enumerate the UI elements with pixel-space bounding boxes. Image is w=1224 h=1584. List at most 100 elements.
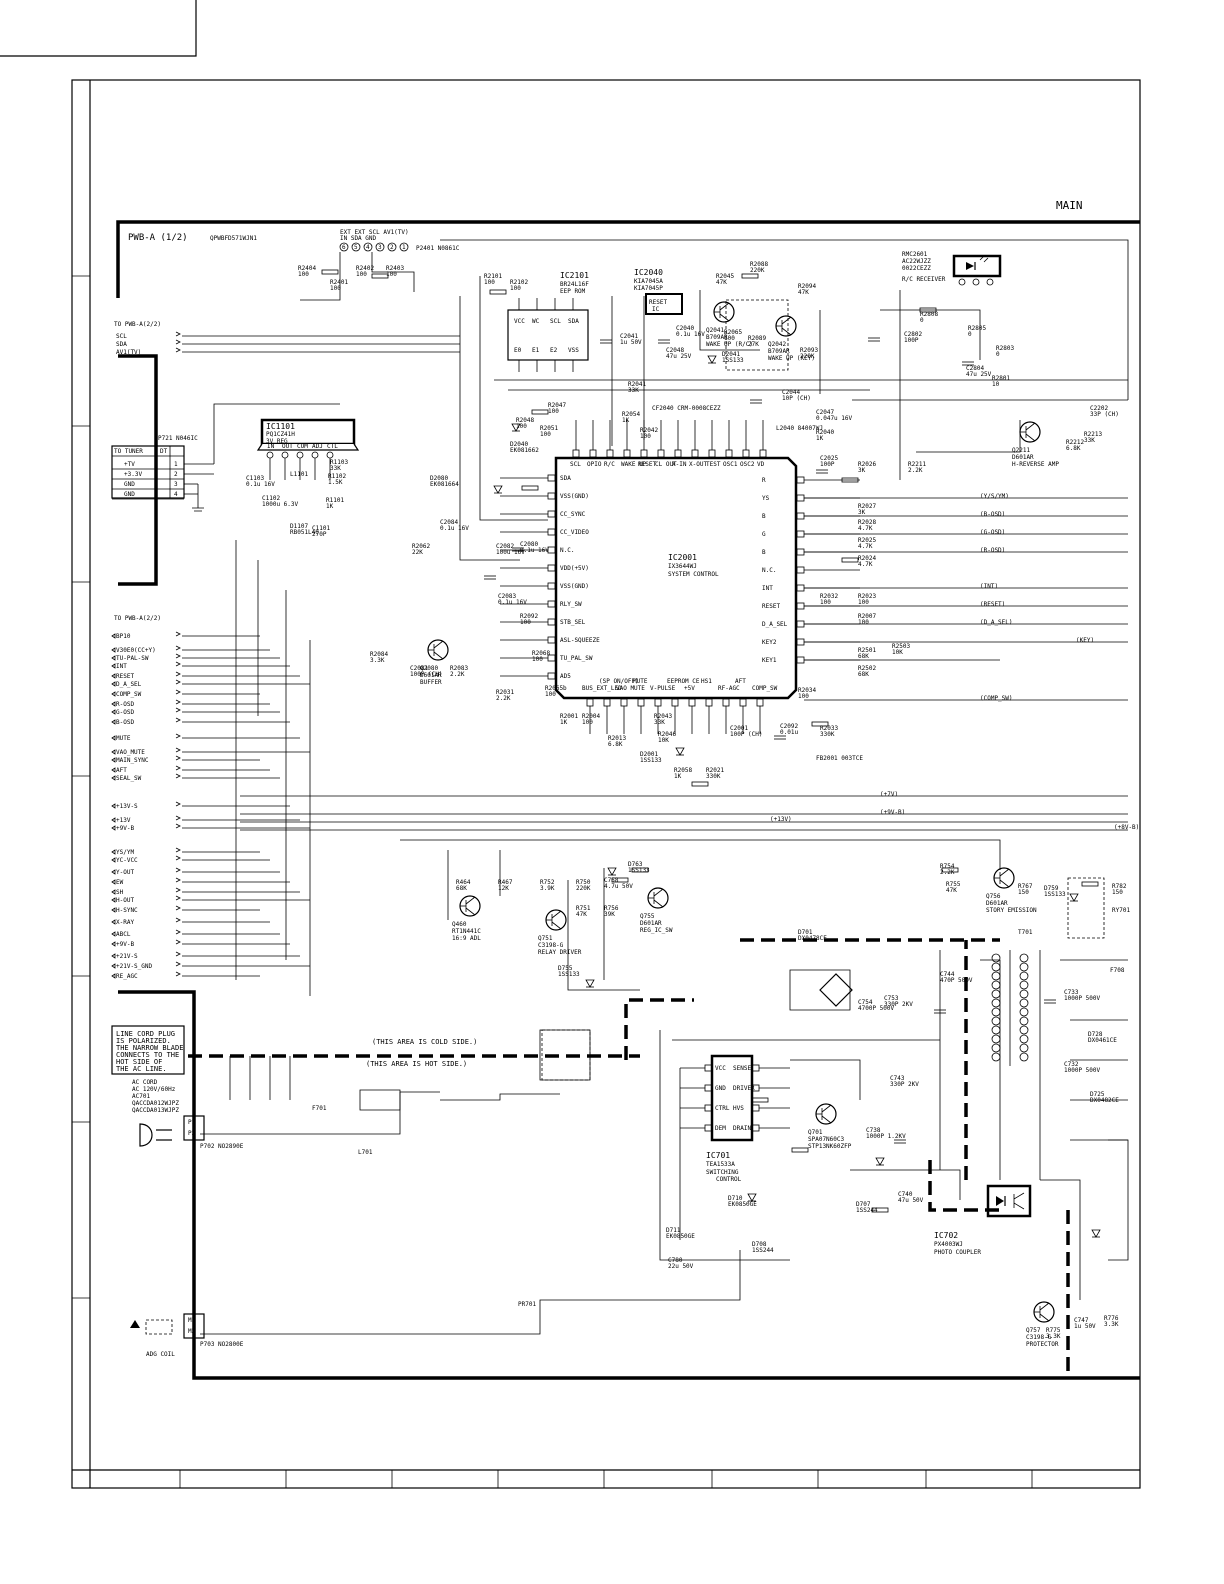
resistor-value: 100 [820, 599, 831, 606]
winding [1019, 971, 1029, 981]
pin-number: 1 [402, 244, 406, 251]
relay-box [1067, 877, 1105, 939]
resistor-ref: R2805 [968, 325, 986, 332]
tuner-pin-label: GND [124, 491, 135, 498]
bus-label: (B-OSD) [980, 511, 1005, 518]
p2401-pin-labels: EXT EXT SCL AV1(TV) [340, 229, 409, 236]
pin [603, 698, 611, 707]
pin-label: X-IN [672, 461, 687, 468]
wire [175, 679, 181, 685]
wire [175, 765, 181, 771]
resistor-value: 2.2K [450, 671, 465, 678]
resistor-value: 100 [640, 433, 651, 440]
resistor-symbol [1081, 881, 1099, 887]
resistor-value: 1K [674, 773, 682, 780]
pin [375, 242, 385, 252]
resistor-value: 100 [516, 423, 527, 430]
capacitor-value: 1u 50V [620, 339, 642, 346]
transistor-part: B709AR [706, 334, 728, 341]
transistor-desc: BUFFER [420, 679, 442, 686]
resistor-value: 47K [716, 279, 727, 286]
capacitor-ref: C2001 [730, 725, 748, 732]
wire [111, 953, 116, 959]
capacitor-ref: C1102 [262, 495, 280, 502]
connector-mid-left: TO PWB-A(2/2) BP10V30E0(CC+Y)TU-PAL-SWIN… [111, 615, 310, 980]
resistor-value: 47K [946, 887, 957, 894]
bus-label: (R-OSD) [980, 547, 1005, 554]
capacitor-value: 0.1u 16V [520, 547, 549, 554]
resistor-value: 27K [748, 341, 759, 348]
pin [796, 566, 805, 574]
signal-label: V30E0(CC+Y) [116, 647, 156, 654]
transistor-desc: RELAY DRIVER [538, 949, 582, 956]
wire [175, 707, 181, 713]
capacitor-value: 100P (CH) [410, 671, 443, 678]
pin-label: VSS(GND) [560, 493, 589, 500]
resistor-ref: R2026 [858, 461, 876, 468]
wire [781, 327, 792, 336]
bus-label: (COMP_SW) [980, 695, 1013, 702]
pin [326, 451, 334, 459]
bus-label: (D_A_SEL) [980, 619, 1013, 626]
diode-ref: D2041 [722, 351, 740, 358]
resistor-ref: R1101 [326, 497, 344, 504]
diode-ref: D759 [1044, 885, 1059, 892]
resistor-ref: R2068 [532, 650, 550, 657]
wire [781, 316, 792, 325]
wire [821, 1104, 832, 1113]
pin [339, 242, 349, 252]
wire [1040, 1179, 1081, 1300]
winding [1019, 1016, 1029, 1026]
pin [756, 698, 764, 707]
resistor-value: 330K [820, 731, 835, 738]
p2401-label: P2401 N0861C [416, 245, 460, 252]
pin [796, 638, 805, 646]
pin-label: WAKE UP [621, 461, 647, 468]
resistor-value: 2.2K [908, 467, 923, 474]
signal-label: MUTE [116, 735, 131, 742]
winding [991, 1034, 1001, 1044]
transistor-desc: 16:9 ADL [452, 935, 481, 942]
pin-label: HS1 [701, 678, 712, 685]
resistor-symbol [791, 1147, 809, 1153]
pin-label: RESET [762, 603, 780, 610]
capacitor-ref: C743 [890, 1075, 905, 1082]
resistor-ref: R2094 [798, 283, 816, 290]
resistor-value: 100 [582, 719, 593, 726]
resistor-value: 68K [858, 671, 869, 678]
pin-number: 6 [342, 244, 346, 251]
capacitor-value: 270P [312, 531, 327, 538]
signal-label: H-OUT [116, 897, 134, 904]
pin [296, 451, 304, 459]
diode-ref: D701 [798, 929, 813, 936]
bridge-rectifier [819, 973, 853, 1007]
resistor-value: 3K [858, 509, 866, 516]
wire [400, 839, 1001, 870]
resistor-value: 22K [412, 549, 423, 556]
pin-label: SCL [550, 318, 561, 325]
ac-cord-label: AC 120V/60Hz [132, 1086, 176, 1093]
capacitor-ref: C2092 [780, 723, 798, 730]
misc-ref: L2040 84007WJ [776, 425, 823, 432]
board-code: QPWBFD571WJN1 [210, 235, 257, 242]
wire [111, 941, 116, 947]
diode-value: RB051L40 [290, 529, 319, 536]
resistor-value: 220K [750, 267, 765, 274]
pin-label: AFT [735, 678, 746, 685]
tuner-pin-number: 2 [174, 471, 178, 478]
wire [175, 733, 181, 739]
misc-ref: FB2001 003TCE [816, 755, 863, 762]
resistor-value: 0 [968, 331, 972, 338]
resistor-ref: R2032 [820, 593, 838, 600]
capacitor-ref: C2048 [666, 347, 684, 354]
capacitor-value: 1000P 1.2KV [866, 1133, 906, 1140]
pin-label: ADJ [312, 443, 323, 450]
diode-symbol [875, 1157, 885, 1166]
line-cord-note: THE NARROW BLADE [116, 1044, 183, 1052]
diode-ref: D2001 [640, 751, 658, 758]
hot-side-note: (THIS AREA IS HOT SIDE.) [366, 1060, 467, 1068]
capacitor-ref: C2040 [676, 325, 694, 332]
wire [551, 921, 562, 930]
wire [111, 879, 116, 885]
winding [991, 1016, 1001, 1026]
